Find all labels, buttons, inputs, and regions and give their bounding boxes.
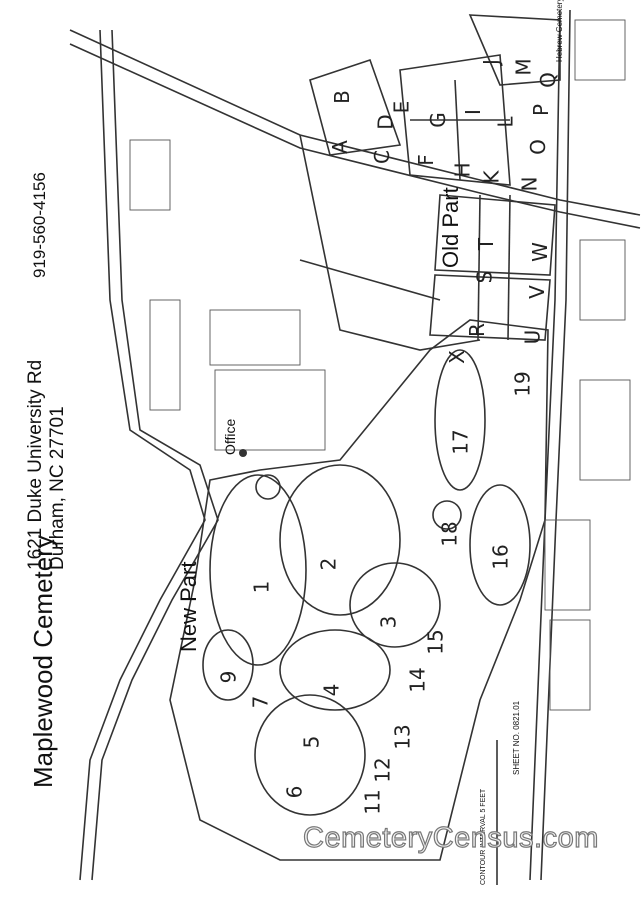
address-line-2: Durham, NC 27701 — [47, 406, 68, 570]
old-part-label: Old Part — [438, 187, 463, 268]
section-12: 12 — [370, 757, 395, 783]
new-part-label: New Part — [176, 561, 201, 652]
section-16-lobe — [469, 484, 531, 606]
section-7: 7 — [248, 695, 273, 709]
section-3-lobe — [349, 562, 441, 648]
office-label: Office — [222, 418, 238, 455]
section-9-lobe — [202, 629, 254, 701]
section-1-lobe — [209, 474, 307, 666]
road-right — [529, 9, 561, 881]
section-l: L — [493, 116, 518, 128]
section-16: 16 — [488, 544, 513, 570]
section-18: 18 — [437, 521, 462, 547]
section-m: M — [511, 58, 536, 76]
section-o: O — [525, 139, 550, 155]
section-2: 2 — [316, 557, 341, 571]
section-19: 19 — [510, 371, 535, 397]
section-5: 5 — [299, 735, 324, 749]
section-g: G — [425, 112, 450, 128]
address-line-1: 1621 Duke University Rd — [25, 359, 46, 570]
section-2-lobe — [279, 464, 401, 616]
section-17: 17 — [448, 429, 473, 455]
section-3: 3 — [376, 615, 401, 629]
section-w: W — [527, 242, 552, 262]
hebrew-cemetery-label: Hebrew Cemetery — [555, 0, 564, 62]
section-14: 14 — [405, 667, 430, 693]
section-p: P — [529, 103, 554, 117]
section-d: D — [373, 114, 398, 130]
cemetery-title: Maplewood Cemetery — [28, 535, 58, 788]
section-4-lobe — [279, 629, 391, 711]
section-e: E — [389, 100, 414, 114]
section-i: I — [460, 109, 485, 115]
section-k: K — [479, 170, 504, 184]
phone-number: 919-560-4156 — [30, 172, 49, 278]
road-duke-university — [79, 29, 206, 881]
section-t: T — [474, 237, 499, 251]
section-15: 15 — [423, 629, 448, 655]
section-u: U — [520, 329, 545, 345]
section-j: J — [478, 59, 503, 65]
road-erwin — [69, 29, 641, 216]
section-v: V — [524, 285, 549, 299]
section-4: 4 — [319, 683, 344, 697]
section-f: F — [413, 154, 438, 166]
section-56-lobe — [254, 694, 366, 816]
section-s: S — [472, 270, 497, 284]
section-h: H — [450, 162, 475, 178]
section-6: 6 — [282, 785, 307, 799]
section-x: X — [444, 350, 469, 364]
section-17-lobe — [434, 349, 486, 491]
watermark: CemeteryCensus.com — [302, 821, 599, 854]
section-1: 1 — [249, 580, 274, 594]
section-c: C — [369, 150, 394, 164]
section-r: R — [464, 323, 489, 337]
section-11: 11 — [360, 789, 385, 815]
section-n: N — [517, 176, 542, 192]
section-q: Q — [535, 72, 560, 88]
sheet-label: SHEET NO. 0821.01 — [512, 700, 521, 775]
section-a: A — [327, 140, 352, 154]
section-b: B — [329, 90, 354, 104]
cemetery-boundary — [169, 319, 549, 861]
section-9: 9 — [216, 670, 241, 684]
section-13: 13 — [390, 724, 415, 750]
